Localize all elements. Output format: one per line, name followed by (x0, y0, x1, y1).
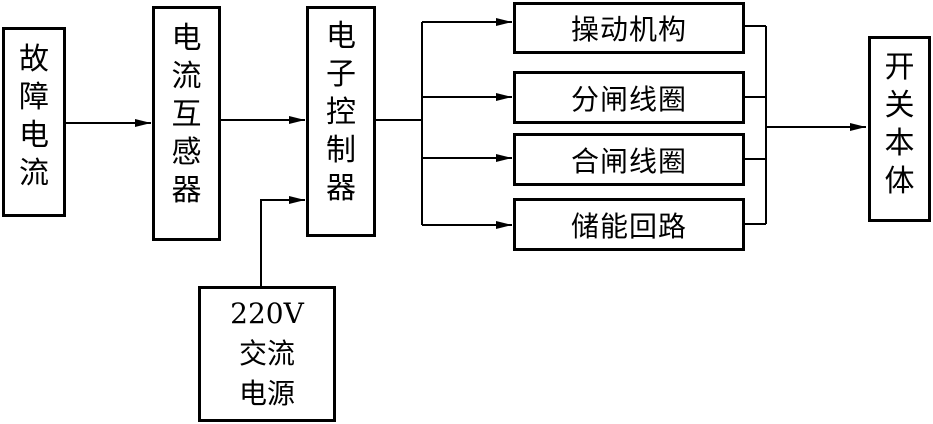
fault-current-char: 流 (19, 156, 49, 191)
arrow-power-to-controller (260, 196, 305, 286)
switch-body-char: 开 (884, 50, 915, 85)
opening-coil-box: 分闸线圈 (513, 71, 745, 124)
current-transformer-char: 电 (171, 21, 202, 56)
operating-mechanism-label: 操动机构 (570, 13, 687, 46)
ac-power-type: 交流 (238, 337, 295, 370)
current-transformer-char: 流 (171, 59, 202, 94)
current-transformer-char: 器 (171, 173, 202, 208)
current-transformer-char: 感 (171, 135, 202, 170)
fault-current-char: 电 (19, 118, 49, 153)
operating-mechanism-box: 操动机构 (513, 2, 745, 54)
current-transformer-char: 互 (171, 97, 202, 132)
current-transformer-box: 电 流 互 感 器 (152, 6, 221, 241)
ac-power-box: 220V 交流 电源 (198, 286, 336, 422)
electronic-controller-char: 制 (326, 133, 356, 168)
closing-coil-box: 合闸线圈 (513, 133, 745, 186)
ac-power-source: 电源 (238, 377, 295, 410)
electronic-controller-box: 电 子 控 制 器 (306, 6, 376, 237)
fault-current-char: 障 (19, 80, 49, 115)
electronic-controller-char: 子 (326, 57, 356, 92)
switch-body-char: 关 (884, 88, 915, 123)
fault-current-char: 故 (19, 42, 49, 77)
closing-coil-label: 合闸线圈 (570, 144, 687, 178)
electronic-controller-char: 器 (326, 171, 356, 206)
opening-coil-label: 分闸线圈 (570, 82, 687, 116)
switch-body-box: 开 关 本 体 (868, 36, 931, 222)
switch-body-char: 本 (884, 126, 915, 161)
energy-storage-circuit-label: 储能回路 (570, 209, 687, 243)
fault-current-box: 故 障 电 流 (2, 27, 66, 217)
switch-body-char: 体 (884, 164, 915, 199)
electronic-controller-char: 电 (326, 19, 356, 54)
energy-storage-circuit-box: 储能回路 (513, 198, 745, 251)
electronic-controller-char: 控 (326, 95, 356, 130)
ac-power-voltage: 220V (230, 297, 304, 330)
